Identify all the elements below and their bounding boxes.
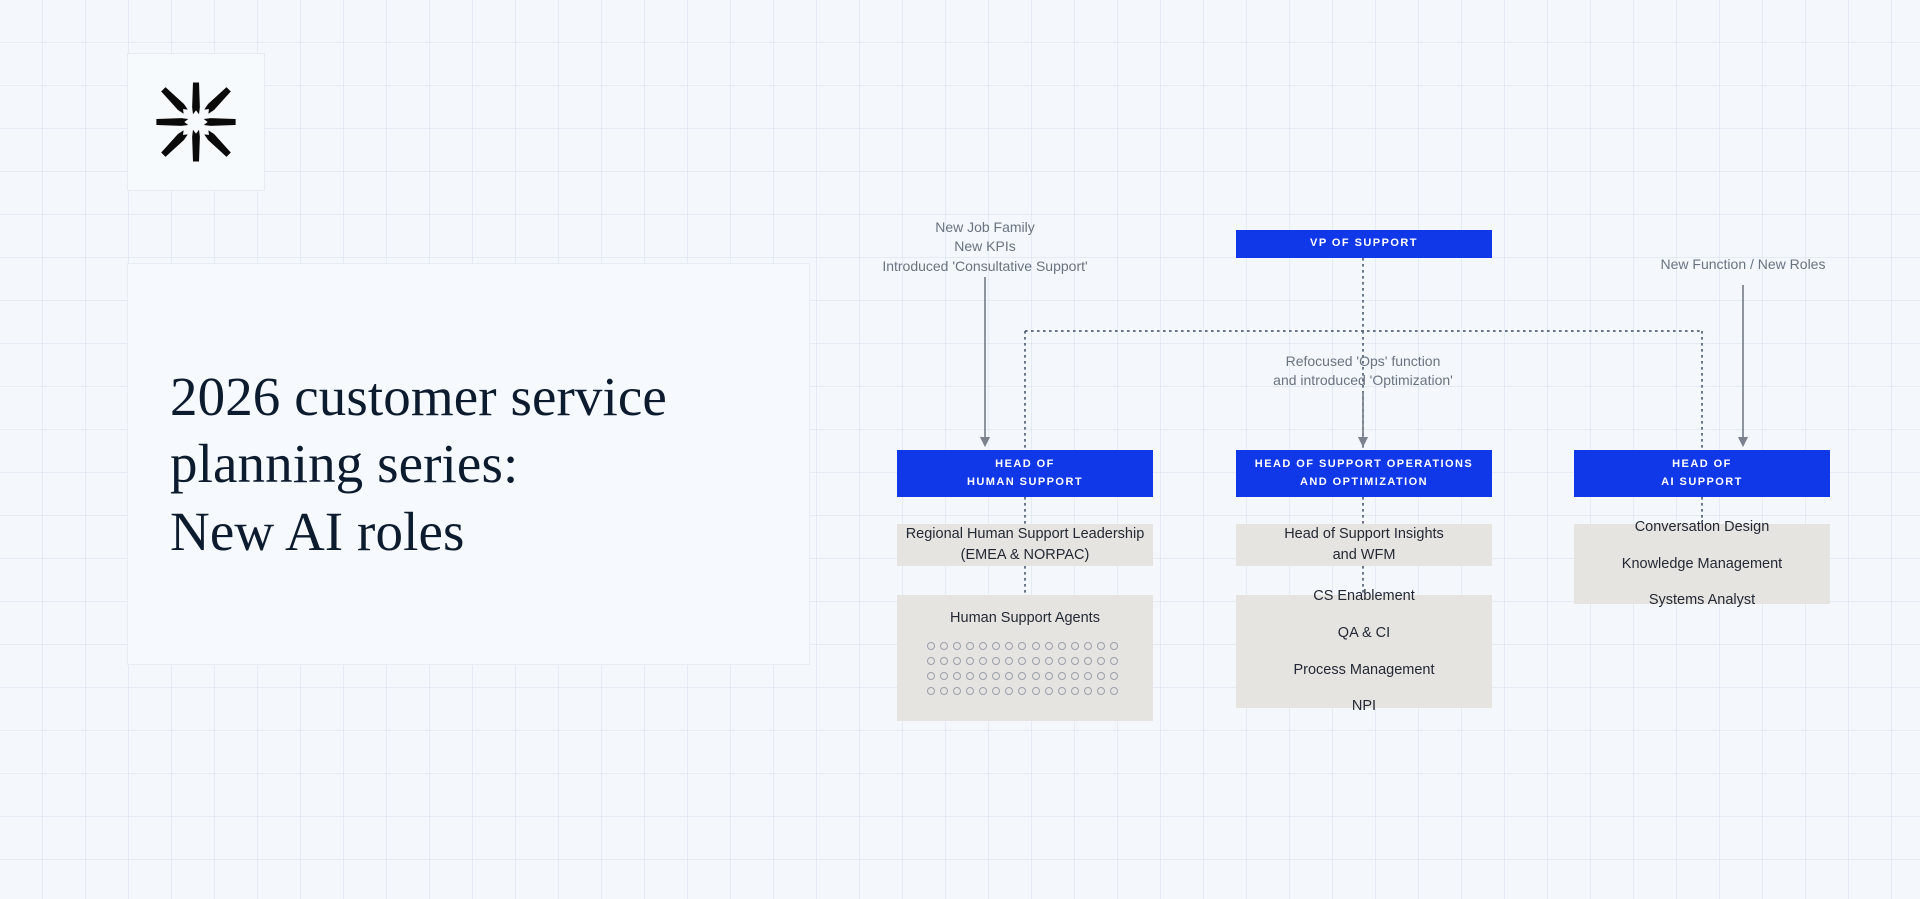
agent-dot [1110, 656, 1119, 665]
agent-dot-grid [926, 641, 1123, 695]
agent-dot [979, 686, 988, 695]
agent-dot [1097, 641, 1106, 650]
agent-dot [926, 686, 935, 695]
agent-dot [952, 671, 961, 680]
agent-dot [1110, 686, 1119, 695]
node-vp-of-support[interactable]: VP OF SUPPORT [1236, 230, 1492, 258]
agent-dot [966, 656, 975, 665]
brand-logo-card [127, 53, 265, 191]
node-regional-human-support-leadership[interactable]: Regional Human Support Leadership (EMEA … [897, 524, 1153, 566]
agent-dot [1031, 656, 1040, 665]
agent-dot [1005, 641, 1014, 650]
agent-dot [1018, 656, 1027, 665]
agent-dot [992, 686, 1001, 695]
agent-dot [1083, 686, 1092, 695]
node-line: Conversation Design [1634, 519, 1770, 536]
agent-dot [1005, 671, 1014, 680]
node-line: Regional Human Support Leadership (EMEA … [905, 526, 1145, 563]
agent-dot [1097, 656, 1106, 665]
agent-dot [1083, 671, 1092, 680]
agent-dot [1018, 641, 1027, 650]
agent-dot [1070, 686, 1079, 695]
agent-dot [939, 656, 948, 665]
node-line: Human Support Agents [950, 610, 1100, 626]
agent-dot [1005, 656, 1014, 665]
agent-dot [1031, 686, 1040, 695]
agent-dot [939, 641, 948, 650]
agent-dot [966, 671, 975, 680]
node-head-of-support-insights[interactable]: Head of Support Insights and WFM [1236, 524, 1492, 566]
annotation-middle: Refocused 'Ops' function and introduced … [1273, 353, 1453, 389]
node-ops-roles[interactable]: CS Enablement QA & CI Process Management… [1236, 588, 1492, 714]
agent-dot [1044, 671, 1053, 680]
agent-dot [1083, 656, 1092, 665]
node-head-of-human-support[interactable]: HEAD OF HUMAN SUPPORT [897, 450, 1153, 497]
node-line: QA & CI [1337, 624, 1391, 641]
agent-dot [1097, 686, 1106, 695]
agent-dot [1031, 641, 1040, 650]
agent-dot [926, 671, 935, 680]
node-line: Systems Analyst [1648, 592, 1756, 609]
agent-dot [926, 656, 935, 665]
agent-dot [952, 641, 961, 650]
agent-dot [1044, 641, 1053, 650]
agent-dot [1070, 671, 1079, 680]
agent-dot [1070, 641, 1079, 650]
agent-dot [1005, 686, 1014, 695]
agent-dot [1018, 671, 1027, 680]
agent-dot [1057, 656, 1066, 665]
node-line: NPI [1351, 698, 1377, 715]
agent-dot [979, 671, 988, 680]
agent-dot [952, 656, 961, 665]
agent-dot [1083, 641, 1092, 650]
agent-dot [1018, 686, 1027, 695]
agent-dot [952, 686, 961, 695]
annotation-right: New Function / New Roles [1660, 256, 1826, 272]
agent-dot [979, 656, 988, 665]
agent-dot [1044, 656, 1053, 665]
node-head-of-ai-support[interactable]: HEAD OF AI SUPPORT [1574, 450, 1830, 497]
agent-dot [1110, 641, 1119, 650]
node-line: Knowledge Management [1621, 555, 1783, 572]
node-line: Head of Support Insights and WFM [1284, 526, 1444, 563]
agent-dot [939, 686, 948, 695]
node-line: Process Management [1293, 661, 1435, 678]
agent-dot [992, 671, 1001, 680]
agent-dot [1110, 671, 1119, 680]
intercom-burst-logo-icon [156, 82, 236, 162]
agent-dot [1057, 686, 1066, 695]
node-ai-roles[interactable]: Conversation Design Knowledge Management… [1574, 519, 1830, 608]
node-line: CS Enablement [1313, 588, 1415, 605]
agent-dot [1031, 671, 1040, 680]
agent-dot [1044, 686, 1053, 695]
agent-dot [1070, 656, 1079, 665]
agent-dot [966, 686, 975, 695]
node-human-support-agents[interactable]: Human Support Agents [897, 595, 1153, 721]
agent-dot [979, 641, 988, 650]
node-head-of-support-operations[interactable]: HEAD OF SUPPORT OPERATIONS AND OPTIMIZAT… [1236, 450, 1492, 497]
title-card: 2026 customer service planning series: N… [127, 263, 810, 665]
agent-dot [1057, 671, 1066, 680]
agent-dot [1097, 671, 1106, 680]
agent-dot [926, 641, 935, 650]
agent-dot [939, 671, 948, 680]
agent-dot [1057, 641, 1066, 650]
agent-dot [966, 641, 975, 650]
page-title: 2026 customer service planning series: N… [170, 365, 667, 562]
agent-dot [992, 641, 1001, 650]
agent-dot [992, 656, 1001, 665]
annotation-left: New Job Family New KPIs Introduced 'Cons… [882, 219, 1088, 274]
